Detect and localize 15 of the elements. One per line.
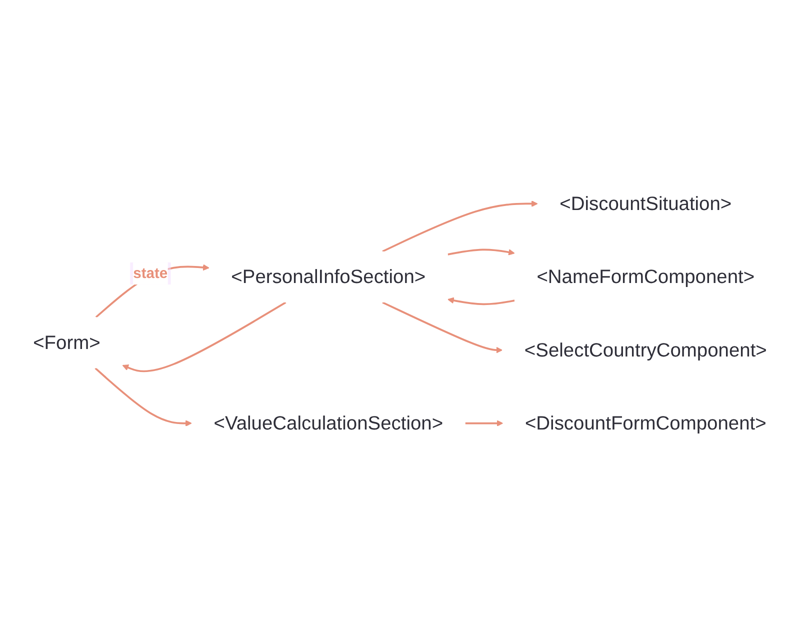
arrow [465,420,504,427]
arrow [122,302,286,372]
node-text: <DiscountSituation> [560,192,732,214]
arrow [448,248,515,256]
arrow [448,297,515,306]
arrow [382,302,503,354]
node-text: <PersonalInfoSection> [231,265,426,288]
edge-label: state [133,265,168,282]
node-text: <DiscountFormComponent> [524,412,766,434]
arrow [382,200,538,252]
node-text: <ValueCalculationSection> [214,412,444,434]
node-text: <SelectCountryComponent> [524,338,767,361]
node-text: <Form> [33,331,100,354]
node-text: <NameFormComponent> [536,265,755,288]
arrow [94,368,192,427]
